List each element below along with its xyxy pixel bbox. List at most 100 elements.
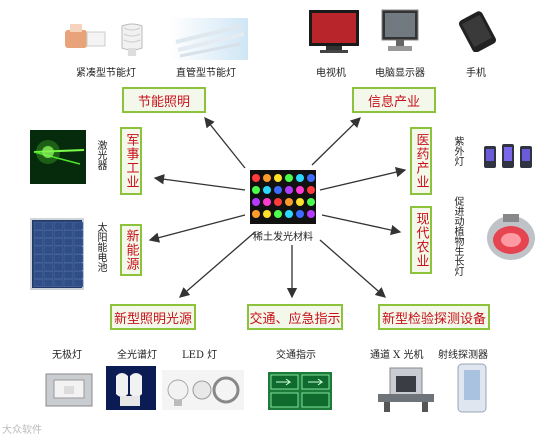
arrow-to-medical bbox=[319, 167, 407, 191]
solar-cell bbox=[63, 271, 74, 279]
solar-cell bbox=[63, 262, 74, 271]
phosphor-dot bbox=[285, 174, 293, 182]
solar-cell bbox=[43, 254, 54, 263]
phosphor-grid-image bbox=[250, 170, 316, 224]
caption-phone: 手机 bbox=[466, 68, 486, 79]
phosphor-dot bbox=[285, 186, 293, 194]
phosphor-dot bbox=[296, 198, 304, 206]
caption-uv-lamp: 紫外灯 bbox=[452, 136, 463, 166]
solar-cell bbox=[73, 246, 84, 255]
phone-image bbox=[452, 10, 502, 53]
uv-lamp-image bbox=[482, 140, 538, 174]
solar-cell bbox=[53, 271, 64, 279]
caption-monitor: 电脑显示器 bbox=[375, 68, 425, 79]
electrodeless-lamp-image bbox=[40, 368, 98, 412]
phosphor-dot bbox=[296, 186, 304, 194]
arrow-to-new-energy bbox=[148, 214, 246, 243]
solar-cell bbox=[43, 262, 54, 271]
caption-ray-detector: 射线探测器 bbox=[438, 350, 488, 361]
phosphor-dot bbox=[296, 174, 304, 182]
monitor-image bbox=[380, 8, 420, 54]
phosphor-dot bbox=[252, 198, 260, 206]
phosphor-dot bbox=[285, 198, 293, 206]
solar-cell bbox=[33, 271, 44, 279]
box-info-industry: 信息产业 bbox=[352, 87, 436, 113]
phosphor-dot bbox=[274, 210, 282, 218]
solar-cell bbox=[53, 262, 64, 271]
solar-cell bbox=[73, 254, 84, 263]
phosphor-dot bbox=[252, 210, 260, 218]
caption-traffic-sign: 交通指示 bbox=[276, 350, 316, 361]
box-medical: 医药产业 bbox=[410, 127, 432, 195]
solar-cell bbox=[43, 229, 54, 238]
solar-cell bbox=[73, 279, 84, 288]
box-detection: 新型检验探测设备 bbox=[378, 304, 490, 330]
phosphor-dot bbox=[307, 174, 315, 182]
traffic-sign-image bbox=[268, 372, 332, 410]
solar-cell bbox=[63, 229, 74, 238]
phosphor-dot bbox=[252, 174, 260, 182]
phosphor-dot bbox=[307, 210, 315, 218]
caption-xray: 通道 X 光机 bbox=[370, 350, 424, 361]
spectrum-lamp-image bbox=[106, 366, 156, 410]
box-traffic: 交通、应急指示 bbox=[247, 304, 343, 330]
solar-cell bbox=[43, 221, 54, 230]
solar-cell bbox=[63, 238, 74, 246]
solar-cell bbox=[73, 262, 84, 271]
solar-cell bbox=[63, 279, 74, 288]
phosphor-dot bbox=[307, 186, 315, 194]
solar-cell bbox=[73, 229, 84, 238]
box-modern-agri: 现代农业 bbox=[410, 206, 432, 274]
phosphor-dot bbox=[263, 174, 271, 182]
solar-cell bbox=[43, 279, 54, 288]
solar-cell bbox=[33, 238, 44, 246]
solar-panel-image bbox=[30, 218, 84, 290]
solar-cell bbox=[73, 271, 84, 279]
solar-cell bbox=[33, 221, 44, 230]
arrow-to-new-light bbox=[179, 231, 256, 298]
center-label: 稀土发光材料 bbox=[253, 232, 313, 243]
solar-cell bbox=[33, 246, 44, 255]
solar-cell bbox=[53, 279, 64, 288]
solar-cell bbox=[53, 246, 64, 255]
phosphor-dot bbox=[296, 210, 304, 218]
caption-tube-lamp: 直管型节能灯 bbox=[176, 68, 236, 79]
laser-image bbox=[30, 130, 86, 184]
box-energy-saving: 节能照明 bbox=[122, 87, 206, 113]
plant-lamp-image bbox=[484, 212, 538, 264]
phosphor-dot bbox=[252, 186, 260, 194]
solar-cell bbox=[33, 229, 44, 238]
caption-spectrum-lamp: 全光谱灯 bbox=[117, 350, 157, 361]
solar-cell bbox=[73, 221, 84, 230]
caption-plant-lamp: 促进动植物生长灯 bbox=[452, 196, 463, 276]
solar-cell bbox=[43, 271, 54, 279]
phosphor-dot bbox=[263, 210, 271, 218]
caption-electrodeless: 无极灯 bbox=[52, 350, 82, 361]
box-new-energy: 新能源 bbox=[120, 224, 142, 276]
phosphor-dot bbox=[285, 210, 293, 218]
caption-tv: 电视机 bbox=[316, 68, 346, 79]
phosphor-dot bbox=[274, 198, 282, 206]
solar-cell bbox=[33, 279, 44, 288]
watermark: 大众软件 bbox=[2, 425, 42, 436]
phosphor-dot bbox=[263, 186, 271, 194]
box-new-light: 新型照明光源 bbox=[110, 304, 196, 330]
phosphor-dot bbox=[307, 198, 315, 206]
solar-cell bbox=[33, 254, 44, 263]
xray-machine-image bbox=[376, 364, 436, 414]
tv-image bbox=[308, 8, 360, 54]
ray-detector-image bbox=[452, 360, 492, 416]
solar-cell bbox=[53, 238, 64, 246]
caption-laser: 激光器 bbox=[95, 140, 106, 170]
phosphor-dot bbox=[263, 198, 271, 206]
solar-cell bbox=[73, 238, 84, 246]
solar-cell bbox=[53, 254, 64, 263]
arrow-to-military bbox=[153, 174, 246, 191]
phosphor-dot bbox=[274, 186, 282, 194]
solar-cell bbox=[63, 254, 74, 263]
arrow-to-modern-agri bbox=[321, 214, 402, 236]
arrow-to-energy-saving bbox=[204, 116, 246, 169]
caption-led-lamp: LED 灯 bbox=[182, 350, 218, 361]
arrow-to-detection bbox=[319, 239, 386, 298]
